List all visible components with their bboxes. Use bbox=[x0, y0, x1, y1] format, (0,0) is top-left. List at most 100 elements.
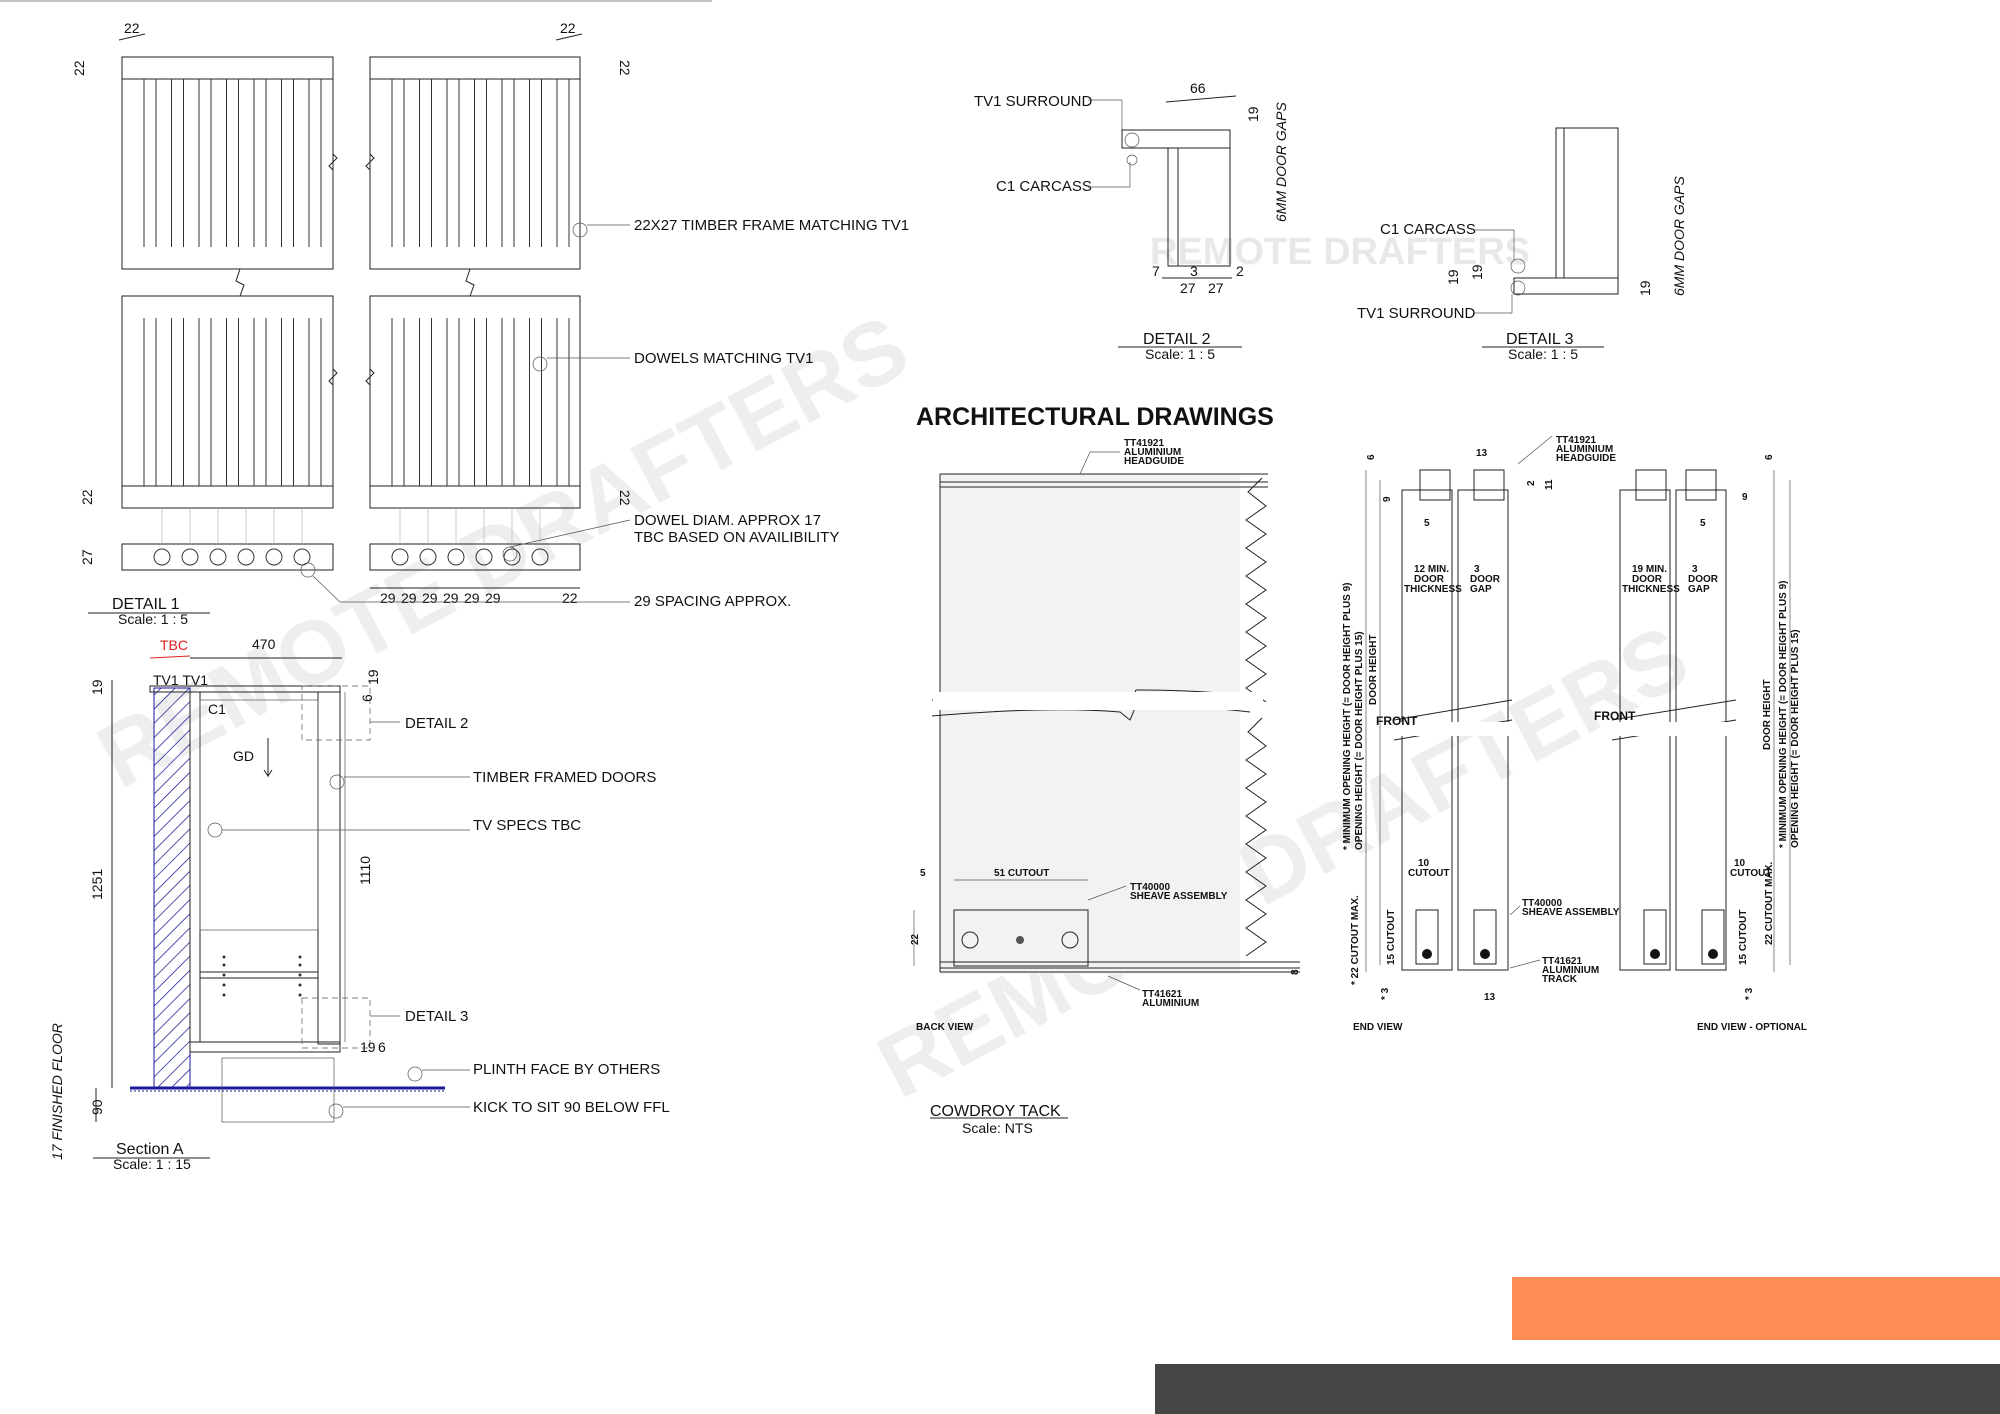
detail-3: C1 CARCASS TV1 SURROUND 19 19 19 6MM DOO… bbox=[1357, 127, 1687, 362]
end-headguide-3: HEADGUIDE bbox=[1556, 453, 1616, 464]
callout-doors: TIMBER FRAMED DOORS bbox=[473, 769, 656, 786]
opt-d9: 9 bbox=[1742, 492, 1748, 503]
tbc-label: TBC bbox=[160, 637, 188, 653]
back-view: TT41921 ALUMINIUM HEADGUIDE 51 CUTOUT 5 … bbox=[910, 438, 1301, 1033]
opt-door-h: DOOR HEIGHT bbox=[1762, 679, 1773, 750]
opt-gap-3: GAP bbox=[1688, 584, 1710, 595]
end-thick-1: 12 MIN. bbox=[1414, 564, 1449, 575]
end-d6: 6 bbox=[1366, 454, 1377, 460]
opt-cutout-2: CUTOUT bbox=[1730, 868, 1771, 879]
end-min-open: * MINIMUM OPENING HEIGHT (= DOOR HEIGHT … bbox=[1342, 582, 1353, 850]
spacing-dim-4: 29 bbox=[464, 590, 480, 606]
detail-1-scale: Scale: 1 : 5 bbox=[118, 611, 188, 627]
label-dowel-diam-1: DOWEL DIAM. APPROX 17 bbox=[634, 512, 821, 529]
d3-carcass: C1 CARCASS bbox=[1380, 221, 1476, 238]
opt-d5: 5 bbox=[1700, 518, 1706, 529]
label-frame: 22X27 TIMBER FRAME MATCHING TV1 bbox=[634, 217, 909, 234]
d2-scale: Scale: 1 : 5 bbox=[1145, 346, 1215, 362]
tv-label: TV1 TV1 bbox=[153, 672, 208, 688]
c1-label: C1 bbox=[208, 701, 226, 717]
opt-gap-2: DOOR bbox=[1688, 574, 1719, 585]
end-thick-3: THICKNESS bbox=[1404, 584, 1462, 595]
back-d8: 8 bbox=[1290, 969, 1301, 975]
footer-bar bbox=[1155, 1364, 2000, 1414]
d3-dim-c: 19 bbox=[1637, 280, 1653, 296]
dim-22-r1: 22 bbox=[617, 60, 633, 76]
opt-min-open: * MINIMUM OPENING HEIGHT (= DOOR HEIGHT … bbox=[1778, 580, 1789, 848]
dim-6-bottom: 6 bbox=[378, 1039, 386, 1055]
opt-thick-3: THICKNESS bbox=[1622, 584, 1680, 595]
spacing-dim-0: 29 bbox=[380, 590, 396, 606]
opt-gap-1: 3 bbox=[1692, 564, 1698, 575]
dim-22-l1: 22 bbox=[71, 60, 87, 76]
end-view-label: END VIEW bbox=[1353, 1022, 1403, 1033]
ffl-label: 17 FINISHED FLOOR bbox=[49, 1023, 65, 1160]
end-d5: 5 bbox=[1424, 518, 1430, 529]
label-dowels: DOWELS MATCHING TV1 bbox=[634, 350, 813, 367]
end-gap-1: 3 bbox=[1474, 564, 1480, 575]
back-sheave-1: TT40000 bbox=[1130, 882, 1170, 893]
opt-thick-2: DOOR bbox=[1632, 574, 1663, 585]
end-front: FRONT bbox=[1376, 714, 1418, 728]
accent-bar bbox=[1512, 1277, 2000, 1340]
dim-22-l2: 22 bbox=[79, 489, 95, 505]
end-thick-2: DOOR bbox=[1414, 574, 1445, 585]
d2-b5: 27 bbox=[1208, 280, 1224, 296]
end-sheave-2: SHEAVE ASSEMBLY bbox=[1522, 907, 1620, 918]
dim-1251: 1251 bbox=[89, 869, 105, 900]
d2-b3: 2 bbox=[1236, 263, 1244, 279]
end-headguide-2: ALUMINIUM bbox=[1556, 444, 1613, 455]
d2-title: DETAIL 2 bbox=[1143, 331, 1211, 348]
dim-470: 470 bbox=[252, 636, 276, 652]
back-track-2: ALUMINIUM bbox=[1142, 998, 1199, 1009]
d3-title: DETAIL 3 bbox=[1506, 331, 1574, 348]
end-cut22: * 22 CUTOUT MAX. bbox=[1350, 895, 1361, 985]
spacing-dim-3: 29 bbox=[443, 590, 459, 606]
end-cut15: 15 CUTOUT bbox=[1386, 910, 1397, 965]
opt-d3: * 3 bbox=[1744, 987, 1755, 1000]
back-headguide-3: HEADGUIDE bbox=[1124, 456, 1184, 467]
end-cutout-2: CUTOUT bbox=[1408, 868, 1449, 879]
opt-open-h: OPENING HEIGHT (= DOOR HEIGHT PLUS 15) bbox=[1790, 629, 1801, 848]
arch-scale: Scale: NTS bbox=[962, 1120, 1033, 1136]
opt-view-label: END VIEW - OPTIONAL bbox=[1697, 1022, 1807, 1033]
back-track-1: TT41621 bbox=[1142, 989, 1182, 1000]
back-headguide-1: TT41921 bbox=[1124, 438, 1164, 449]
end-track-3: TRACK bbox=[1542, 974, 1578, 985]
end-open-h: OPENING HEIGHT (= DOOR HEIGHT PLUS 15) bbox=[1354, 631, 1365, 850]
end-d13: 13 bbox=[1476, 448, 1488, 459]
opt-cut15: 15 CUTOUT bbox=[1738, 910, 1749, 965]
opt-cut22: 22 CUTOUT MAX. bbox=[1764, 862, 1775, 945]
dim-27: 27 bbox=[79, 549, 95, 565]
arch-heading: ARCHITECTURAL DRAWINGS bbox=[916, 403, 1274, 431]
d2-gaps: 6MM DOOR GAPS bbox=[1273, 102, 1289, 222]
architectural-drawings: ARCHITECTURAL DRAWINGS TT41921 ALUMINIUM bbox=[910, 403, 1807, 1136]
dim-6: 6 bbox=[359, 694, 375, 702]
end-d11: 11 bbox=[1544, 479, 1555, 490]
end-gap-2: DOOR bbox=[1470, 574, 1501, 585]
dim-19-top-right: 19 bbox=[365, 669, 381, 685]
back-sheave-2: SHEAVE ASSEMBLY bbox=[1130, 891, 1228, 902]
section-scale: Scale: 1 : 15 bbox=[113, 1156, 191, 1172]
end-cutout-1: 10 bbox=[1418, 858, 1430, 869]
section-a: TBC 470 TV1 TV1 C1 GD 19 1251 1110 6 bbox=[49, 636, 670, 1172]
d2-dim-66: 66 bbox=[1190, 80, 1206, 96]
d2-surround: TV1 SURROUND bbox=[974, 93, 1093, 110]
back-view-label: BACK VIEW bbox=[916, 1022, 974, 1033]
end-track-1: TT41621 bbox=[1542, 956, 1582, 967]
detail-1-title: DETAIL 1 bbox=[112, 596, 180, 613]
dim-22-tr: 22 bbox=[560, 20, 576, 36]
callout-kick: KICK TO SIT 90 BELOW FFL bbox=[473, 1099, 670, 1116]
end-door-h: DOOR HEIGHT bbox=[1368, 634, 1379, 705]
end-d13b: 13 bbox=[1484, 992, 1496, 1003]
label-spacing: 29 SPACING APPROX. bbox=[634, 593, 791, 610]
spacing-dim-2: 29 bbox=[422, 590, 438, 606]
gd-label: GD bbox=[233, 748, 254, 764]
dim-22-tl: 22 bbox=[124, 20, 140, 36]
dim-22-r2: 22 bbox=[617, 490, 633, 506]
detail-2: TV1 SURROUND C1 CARCASS 66 19 6MM DOOR G… bbox=[974, 80, 1289, 362]
end-sheave-1: TT40000 bbox=[1522, 898, 1562, 909]
watermark: REMOTE DRAFTERS REMOTE DRAFTERS REMOTE D… bbox=[82, 231, 1704, 1118]
